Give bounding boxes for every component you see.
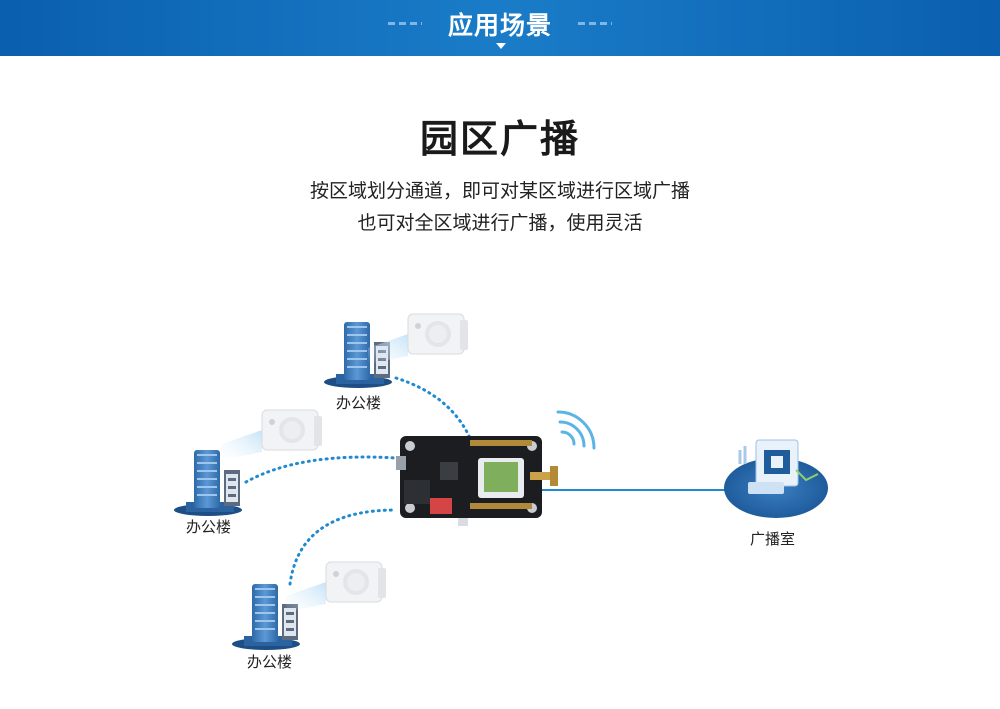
broadcast-room-icon (724, 439, 828, 518)
speaker-top-icon (367, 313, 469, 365)
broadcast-room-label: 广播室 (750, 530, 796, 548)
banner-title: 应用场景 (447, 11, 552, 40)
banner-caret-icon (496, 43, 506, 49)
building-mid-label: 办公楼 (186, 518, 232, 536)
wifi-signal-icon (556, 410, 596, 450)
building-top-label: 办公楼 (336, 394, 382, 412)
description-line-2: 也可对全区域进行广播，使用灵活 (357, 212, 643, 234)
building-bottom-icon (232, 584, 300, 650)
building-mid-icon (174, 450, 242, 516)
section-heading: 园区广播 (419, 117, 580, 161)
controller-board-icon (396, 436, 558, 526)
speaker-mid-icon (221, 409, 323, 461)
description-line-1: 按区域划分通道，即可对某区域进行区域广播 (309, 180, 690, 202)
link-mid (244, 455, 398, 484)
link-top (394, 376, 472, 440)
speaker-bottom-icon (285, 561, 387, 613)
header-banner: 应用场景 (0, 0, 1000, 56)
banner-left-dashes (388, 22, 422, 25)
banner-right-dashes (578, 22, 612, 25)
building-bottom-label: 办公楼 (247, 653, 293, 671)
link-bottom (288, 508, 398, 586)
